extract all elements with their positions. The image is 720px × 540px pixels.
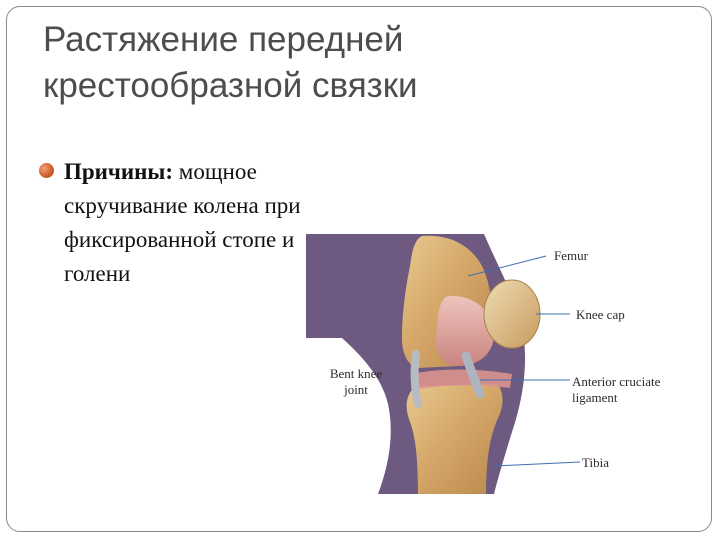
- knee-anatomy-figure: Femur Knee cap Bent knee joint Anterior …: [298, 226, 660, 494]
- bullet-text: Причины: мощное скручивание колена при ф…: [64, 155, 314, 291]
- tibia-leader: [493, 461, 581, 467]
- bullet-body: мощное скручивание колена при фиксирован…: [64, 159, 301, 286]
- label-bent-knee-line1: Bent knee: [329, 366, 383, 381]
- bullet-label: Причины:: [64, 159, 174, 184]
- knee-illustration: [306, 234, 581, 494]
- label-femur: Femur: [554, 248, 588, 263]
- tibia-bone: [406, 384, 503, 494]
- label-acl-line1: Anterior cruciate: [572, 374, 661, 389]
- slide-title: Растяжение передней крестообразной связк…: [43, 20, 418, 105]
- label-knee-cap: Knee cap: [576, 307, 625, 322]
- meniscus: [412, 369, 512, 390]
- label-tibia: Tibia: [582, 455, 609, 470]
- bullet-dot-icon: [39, 163, 54, 178]
- knee-cap: [483, 279, 541, 349]
- label-bent-knee-line2: joint: [344, 382, 368, 397]
- label-acl-line2: ligament: [572, 390, 618, 405]
- femur-leader: [467, 255, 547, 277]
- cruciate-ligament: [461, 351, 485, 399]
- slide: Растяжение передней крестообразной связк…: [6, 6, 712, 532]
- collateral-ligament: [410, 350, 422, 408]
- femoral-condyle: [435, 295, 494, 366]
